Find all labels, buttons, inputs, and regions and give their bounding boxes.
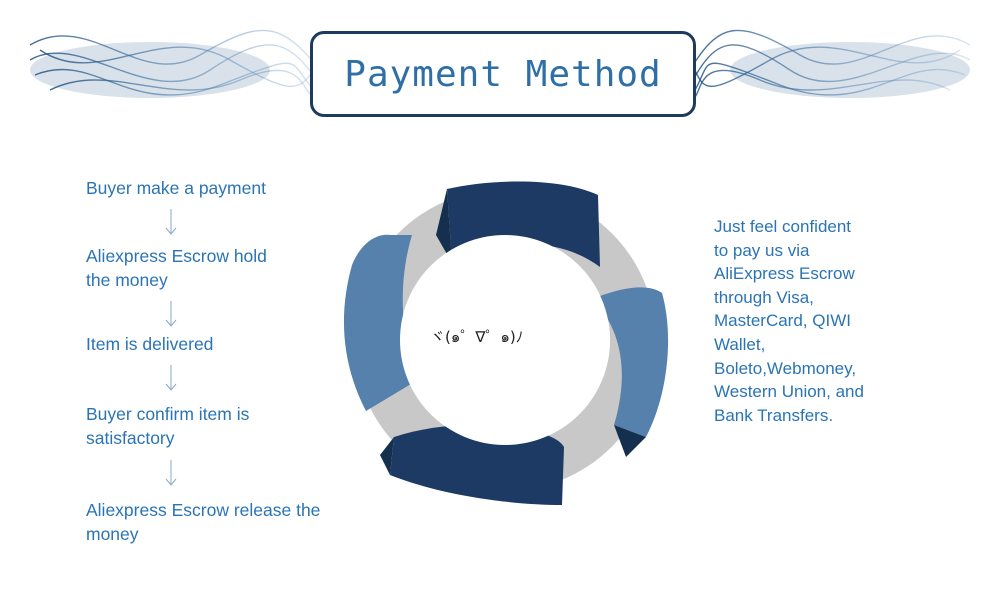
page-title: Payment Method — [344, 53, 662, 95]
step-4-line-2: satisfactory — [86, 428, 175, 448]
description-line: to pay us via — [714, 240, 810, 260]
step-5-line-2: money — [86, 524, 139, 544]
step-4-line-1: Buyer confirm item is — [86, 404, 250, 424]
title-box: Payment Method — [310, 31, 696, 117]
cycle-segment-left — [343, 234, 416, 411]
down-arrow-icon — [165, 209, 177, 235]
center-emoticon: ヾ(๑゜∇゜๑)ﾉ — [430, 328, 524, 346]
payment-description: Just feel confident to pay us via AliExp… — [714, 215, 894, 427]
down-arrow-icon — [165, 301, 177, 327]
step-1-line-1: Buyer make a payment — [86, 178, 266, 198]
step-2-line-1: Aliexpress Escrow hold — [86, 246, 267, 266]
step-4: Buyer confirm item is satisfactory — [86, 402, 249, 450]
step-2-line-2: the money — [86, 270, 168, 290]
down-arrow-icon — [165, 460, 177, 486]
down-arrow-icon — [165, 365, 177, 391]
description-line: Boleto,Webmoney, — [714, 358, 857, 378]
description-line: Wallet, — [714, 334, 766, 354]
description-line: Western Union, and — [714, 382, 864, 402]
step-5: Aliexpress Escrow release the money — [86, 498, 320, 546]
step-5-line-1: Aliexpress Escrow release the — [86, 500, 321, 520]
cycle-center — [400, 235, 610, 445]
description-line: AliExpress Escrow — [714, 264, 855, 284]
description-line: through Visa, — [714, 287, 814, 307]
cycle-segment-right — [592, 287, 669, 437]
step-2: Aliexpress Escrow hold the money — [86, 244, 267, 292]
cycle-segment-bottom — [390, 425, 564, 505]
smoke-banner — [29, 29, 971, 101]
description-line: Just feel confident — [714, 217, 852, 236]
step-3: Item is delivered — [86, 332, 213, 356]
step-3-line-1: Item is delivered — [86, 334, 214, 354]
description-line: MasterCard, QIWI — [714, 311, 851, 331]
description-line: Bank Transfers. — [714, 405, 834, 425]
step-1: Buyer make a payment — [86, 176, 266, 200]
cycle-diagram — [343, 181, 669, 505]
